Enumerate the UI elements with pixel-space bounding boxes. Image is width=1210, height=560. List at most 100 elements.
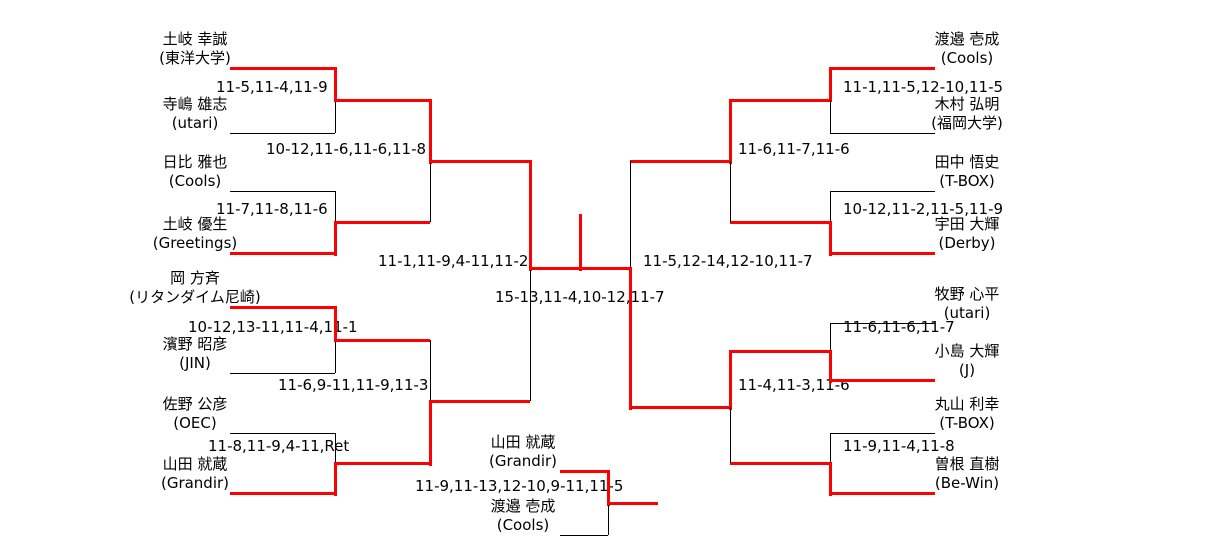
bracket-line [830,323,831,351]
winner-path [429,99,432,164]
match-score: 11-6,11-6,11-7 [843,318,955,336]
player-name: 渡邉 壱成 [934,30,1000,48]
winner-path [829,221,832,256]
player-name: 山田 就蔵 [490,433,556,451]
player-club: (福岡大学) [931,114,1003,132]
player-name: 日比 雅也 [162,153,228,171]
winner-path [230,67,335,70]
winner-path [560,470,608,473]
player-name: 牧野 心平 [934,285,1000,303]
winner-path [730,350,830,353]
player-name: 土岐 優生 [162,215,228,233]
winner-path [830,67,935,70]
match-score: 10-12,13-11,11-4,11-1 [188,318,358,336]
bracket-line [830,323,935,324]
match-score: 10-12,11-6,11-6,11-8 [266,140,427,158]
player-club: (utari) [943,304,991,322]
bracket-line [335,433,336,463]
winner-path [430,400,530,403]
bracket-line [830,191,935,192]
bracket-line [608,503,609,535]
player-name: 寺嶋 雄志 [162,95,228,113]
bracket-line [530,268,531,401]
match-score: 11-6,11-7,11-6 [738,140,850,158]
player-club: (Cools) [496,516,550,534]
player-club: (T-BOX) [939,414,995,432]
winner-path [608,502,658,505]
champion-line [579,214,582,271]
winner-path [230,492,335,495]
match-score: 11-7,11-8,11-6 [216,200,328,218]
third-place-score: 11-9,11-13,12-10,9-11,11-5 [415,477,624,495]
winner-path [335,221,430,224]
winner-path [430,160,530,163]
player-club: (Be-Win) [934,474,1000,492]
player-club: (Derby) [938,234,996,252]
winner-path [630,160,730,163]
player-name: 丸山 利幸 [934,395,1000,413]
winner-path [730,99,830,102]
winner-path [629,267,632,410]
player-club: (Grandir) [488,452,558,470]
semifinal-score: 11-1,11-9,4-11,11-2 [378,252,529,270]
winner-path [335,339,430,342]
winner-path [334,221,337,256]
winner-path [529,160,532,271]
winner-path [334,462,337,496]
player-club: (Grandir) [160,474,230,492]
bracket-line [430,161,431,222]
winner-path [729,350,732,410]
winner-path [830,492,935,495]
winner-path [607,470,610,506]
semifinal-score: 11-5,12-14,12-10,11-7 [643,252,813,270]
bracket-line [560,535,608,536]
player-name: 土岐 幸誠 [162,30,228,48]
winner-path [334,67,337,102]
player-club: (東洋大学) [159,49,231,67]
player-name: 渡邉 壱成 [490,497,556,515]
match-score: 10-12,11-2,11-5,11-9 [843,200,1004,218]
winner-path [729,99,732,164]
player-name: 岡 方斉 [170,269,220,287]
player-club: (utari) [171,114,219,132]
bracket-line [830,433,935,434]
player-club: (T-BOX) [939,172,995,190]
winner-path [230,252,335,255]
bracket-line [630,161,631,268]
match-score: 11-8,11-9,4-11,Ret [208,437,350,455]
winner-path [630,406,730,409]
winner-path [829,350,832,383]
bracket-line [230,433,335,434]
player-name: 木村 弘明 [934,95,1000,113]
bracket-line [230,373,335,374]
player-club: (リタンダイム尼崎) [129,288,261,306]
winner-path [429,400,432,466]
winner-path [829,462,832,496]
player-name: 宇田 大輝 [934,215,1000,233]
bracket-line [230,133,335,134]
match-score: 11-1,11-5,12-10,11-5 [843,78,1004,96]
bracket-line [730,161,731,222]
winner-path [230,306,335,309]
match-score: 11-6,9-11,11-9,11-3 [278,376,429,394]
winner-path [730,221,830,224]
bracket-line [830,433,831,463]
player-club: (Cools) [940,49,994,67]
bracket-line [335,100,336,133]
player-club: (OEC) [173,414,217,432]
final-score: 15-13,11-4,10-12,11-7 [495,288,665,306]
bracket-line [830,191,831,222]
player-club: (Cools) [168,172,222,190]
player-club: (JIN) [179,354,211,372]
winner-path [335,99,430,102]
match-score: 11-4,11-3,11-6 [738,376,850,394]
player-name: 佐野 公彦 [162,395,228,413]
player-name: 小島 大輝 [934,342,1000,360]
bracket-line [230,191,335,192]
player-name: 田中 悟史 [934,153,1000,171]
player-name: 曽根 直樹 [934,455,1000,473]
winner-path [335,462,430,465]
bracket-line [335,340,336,373]
bracket-line [830,133,935,134]
